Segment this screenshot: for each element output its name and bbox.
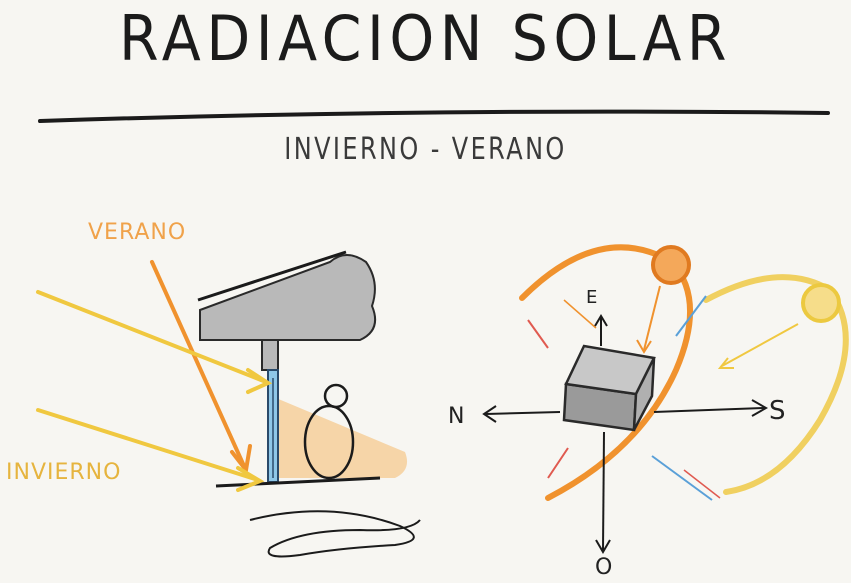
tick-blue-lower	[651, 455, 713, 501]
compass-label-south: S	[769, 396, 786, 426]
page-title: RADIACION SOLAR	[118, 2, 733, 75]
summer-sun	[651, 245, 691, 285]
scribble	[249, 510, 421, 558]
column	[261, 339, 279, 371]
page-subtitle: INVIERNO - VERANO	[284, 132, 567, 167]
compass-arrowhead-east	[594, 314, 608, 327]
compass-arrowhead-south	[751, 399, 769, 417]
floor-line	[215, 476, 381, 488]
winter-sun-ray-head	[717, 357, 734, 369]
summer-ray-arrowhead	[230, 444, 252, 475]
orange-ray-left	[563, 299, 597, 329]
compass-arrow-south	[653, 407, 765, 413]
tick-red-upper	[527, 319, 549, 349]
tick-red-right	[683, 469, 721, 499]
winter-ray-lower	[36, 408, 260, 482]
person-body	[303, 404, 355, 480]
compass-label-north: N	[448, 404, 465, 429]
winter-ray-upper-arrowhead	[246, 368, 273, 394]
summer-sun-arc	[519, 244, 694, 501]
tick-blue-upper	[675, 295, 707, 337]
summer-sun-ray-head	[636, 339, 652, 354]
winter-ray-upper	[36, 290, 268, 384]
title-underline	[38, 109, 830, 123]
tick-red-lower	[547, 447, 569, 479]
winter-sun-ray	[721, 323, 799, 367]
label-invierno: INVIERNO	[6, 460, 122, 485]
building-box-side	[632, 357, 656, 431]
compass-label-east: E	[586, 287, 598, 308]
compass-arrowhead-west	[595, 539, 611, 554]
summer-sun-ray	[643, 285, 661, 351]
summer-ray	[150, 260, 246, 468]
winter-sun	[801, 283, 841, 323]
compass-label-west: O	[595, 555, 613, 580]
person-head	[323, 383, 349, 409]
compass-arrow-north	[485, 411, 561, 415]
winter-ray-lower-arrowhead	[236, 466, 265, 492]
roof-overhang	[199, 254, 376, 341]
roof-top-line	[197, 250, 347, 302]
compass-arrow-west	[602, 431, 605, 551]
label-verano: VERANO	[88, 220, 187, 245]
winter-sun-arc	[703, 274, 849, 495]
compass-arrowhead-north	[482, 405, 497, 423]
shadow-zone	[276, 398, 408, 478]
